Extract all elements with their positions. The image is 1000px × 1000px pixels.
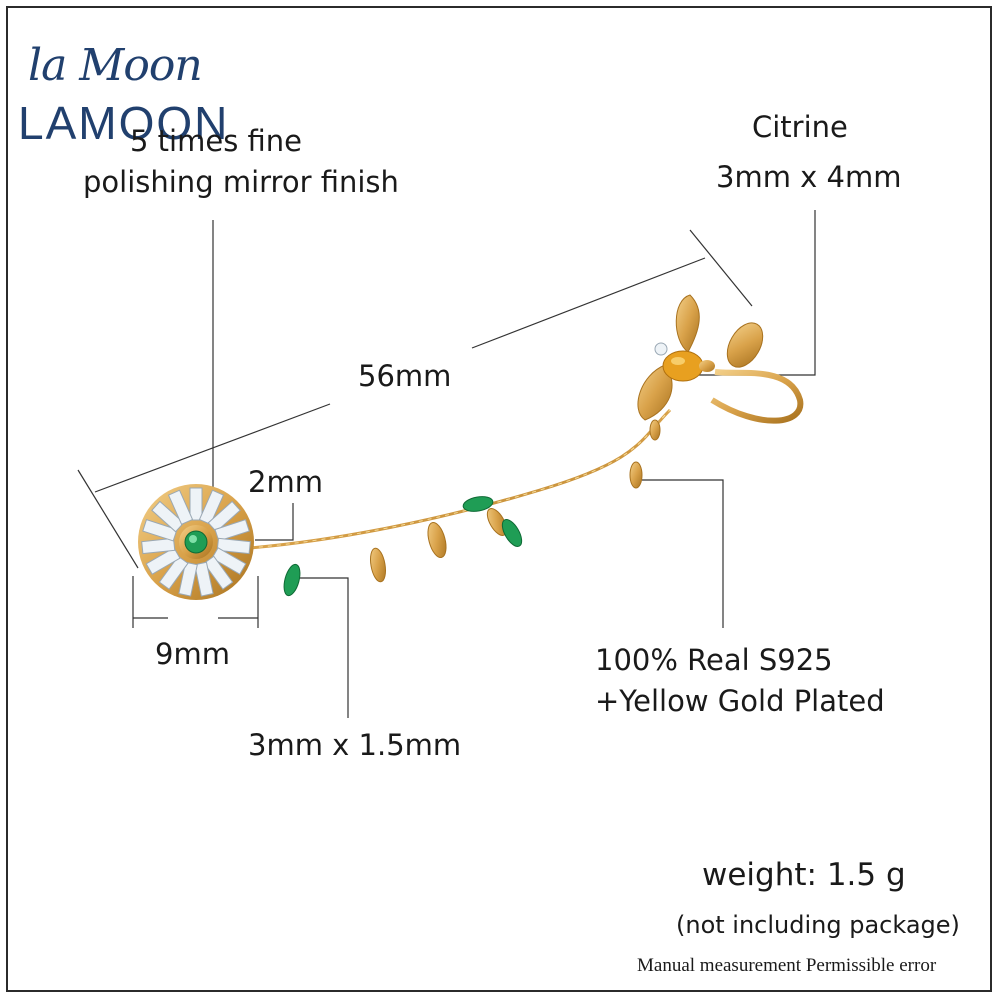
- leaf-stone-label: 3mm x 1.5mm: [248, 728, 462, 762]
- emerald-leaves: [283, 496, 523, 597]
- daisy-flower: [138, 484, 254, 600]
- brand-script-logo: la Moon: [28, 40, 203, 91]
- center-stone-label: 2mm: [248, 465, 323, 499]
- measurement-disclaimer: Manual measurement Permissible error: [637, 955, 937, 976]
- weight-note: (not including package): [676, 911, 960, 939]
- brand-wordmark: LAMOON: [18, 97, 230, 149]
- stone-size-label: 3mm x 4mm: [716, 160, 902, 194]
- ear-cuff: [710, 322, 804, 424]
- gold-chain: [249, 408, 672, 550]
- finish-label-line2: polishing mirror finish: [83, 165, 399, 199]
- weight-label: weight: 1.5 g: [702, 857, 906, 893]
- stone-name-label: Citrine: [752, 110, 848, 144]
- finish-label-line1: 5 times fine: [130, 124, 303, 158]
- length-label: 56mm: [358, 359, 452, 393]
- material-label-line2: +Yellow Gold Plated: [595, 684, 885, 718]
- gold-leaves: [370, 419, 661, 583]
- flower-width-label: 9mm: [155, 637, 230, 671]
- material-label-line1: 100% Real S925: [595, 643, 833, 677]
- bee-charm: [637, 294, 715, 421]
